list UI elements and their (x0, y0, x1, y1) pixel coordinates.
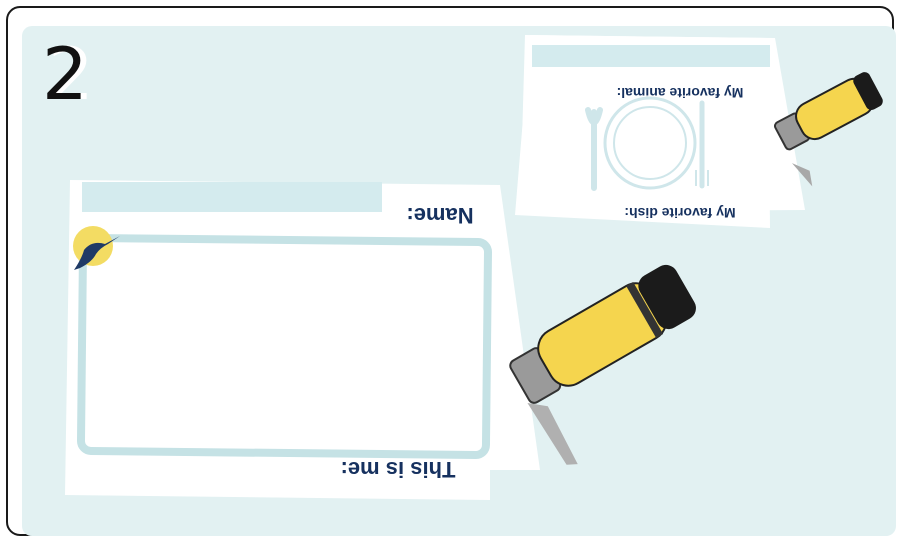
animal-field (532, 45, 770, 67)
name-field (82, 182, 382, 212)
photo-frame (81, 238, 488, 455)
this-is-me-label: This is me: (341, 457, 456, 482)
favorite-animal-label: My favorite animal: (617, 85, 744, 101)
card-large: Name: This is me: (65, 180, 540, 500)
card-small: My favorite animal: My favorite dish: (515, 35, 805, 228)
glue-stick-icon-large (501, 261, 735, 471)
favorite-dish-label: My favorite dish: (624, 205, 735, 221)
name-label: Name: (406, 203, 473, 228)
